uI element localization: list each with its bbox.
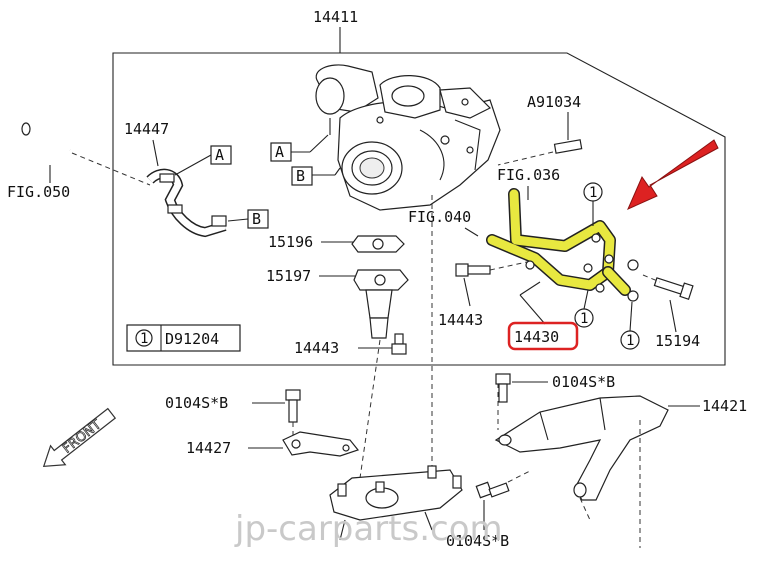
ref-a-1: A [215,146,224,164]
ref-a-2: A [275,143,284,161]
bolt-0104sb-bottom [475,481,510,499]
stud-a91034 [553,139,583,154]
label-14411: 14411 [313,8,358,26]
front-label: FRONT [60,417,104,456]
callout-1-b: 1 [580,311,588,327]
ref-b-1: B [252,210,261,228]
bolt-14443-left [391,333,407,355]
base-plate [329,465,463,541]
bracket-14427 [282,431,360,457]
legend: 1 D91204 [126,324,241,352]
label-15197: 15197 [266,267,311,285]
bolt-14443-mid [455,263,491,277]
legend-number: 1 [140,331,148,347]
label-14430: 14430 [514,328,559,346]
gasket-15194 [525,259,639,302]
pointer-arrow [627,139,719,210]
turbocharger [315,64,501,211]
watermark: jp-carparts.com [234,509,503,549]
callout-1-c: 1 [626,333,634,349]
label-14427: 14427 [186,439,231,457]
label-15196: 15196 [268,233,313,251]
label-14443-left: 14443 [294,339,339,357]
legend-code: D91204 [165,330,219,348]
label-15194: 15194 [655,332,700,350]
front-arrow: FRONT [42,407,117,467]
label-14421: 14421 [702,397,747,415]
label-fig040: FIG.040 [408,208,471,226]
label-bolt-bottom: 0104S*B [446,532,509,550]
label-box-14430 [507,321,579,351]
ref-b-2: B [296,167,305,185]
label-bolt-right: 0104S*B [552,373,615,391]
fitting-15197 [353,269,409,339]
assembly-frame [112,52,726,366]
hose-14447 [21,122,227,238]
label-14443-mid: 14443 [438,311,483,329]
bolt-15194 [653,277,694,300]
gasket-15196 [351,235,405,253]
label-fig050: FIG.050 [7,183,70,201]
bracket-14421 [494,395,669,501]
label-fig036: FIG.036 [497,166,560,184]
pipe-14430 [486,188,631,296]
bolt-0104sb-right [495,373,511,403]
label-a91034: A91034 [527,93,581,111]
label-14447: 14447 [124,120,169,138]
bolt-0104sb-left [285,389,301,423]
label-bolt-left: 0104S*B [165,394,228,412]
callout-1-a: 1 [589,185,597,201]
